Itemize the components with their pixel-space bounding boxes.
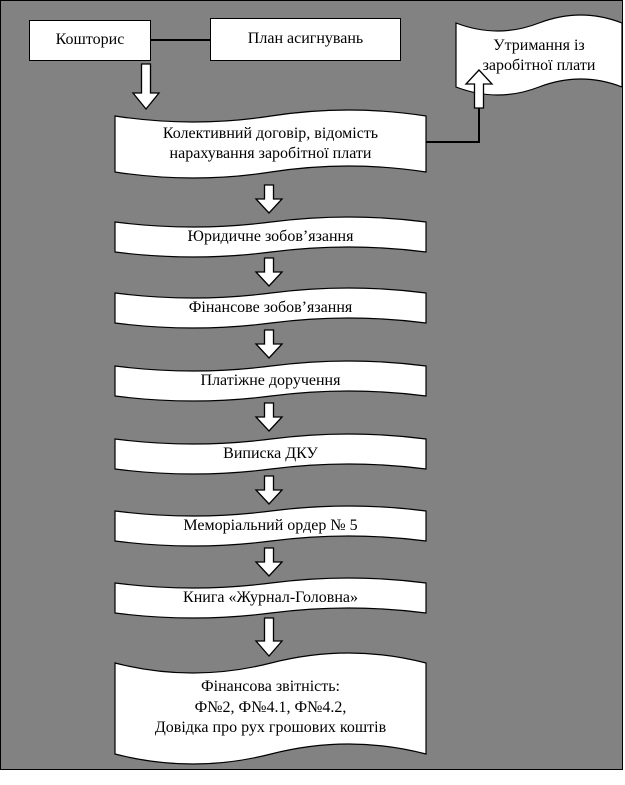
wave-shape (114, 287, 427, 329)
flow-node-utrymannia: Утримання із заробітної плати (455, 7, 623, 105)
wave-shape (114, 216, 427, 258)
wave-shape (455, 14, 623, 96)
node-label-memorialnyi-order: Меморіальний ордер № 5 (183, 516, 358, 534)
node-label-plan-asyhnuvan: План асигнувань (247, 30, 364, 48)
flow-node-vypyska-dku: Виписка ДКУ (114, 430, 427, 478)
flow-node-plan-asyhnuvan: План асигнувань (210, 18, 401, 61)
flow-node-yurydychne-zoboviazannia: Юридичне зобов’язання (114, 213, 427, 261)
down-arrow-yurydychne-to-finansove (254, 257, 284, 287)
up-arrow-dohovir-to-utrymannia (464, 69, 494, 109)
flow-node-finansova-zvitnist: Фінансова звітність: Ф№2, Ф№4.1, Ф№4.2, … (114, 641, 427, 775)
flow-node-knyha-zhurnal-holovna: Книга «Журнал-Головна» (114, 574, 427, 622)
diagram-background: Кошторис План асигнувань Утримання із за… (0, 0, 623, 770)
flow-node-koshtorys: Кошторис (29, 20, 151, 61)
wave-shape (114, 577, 427, 619)
flow-node-platizhne-doruchennia: Платіжне доручення (114, 357, 427, 405)
flow-node-memorialnyi-order: Меморіальний ордер № 5 (114, 502, 427, 550)
node-label-vypyska-dku: Виписка ДКУ (223, 444, 318, 462)
node-label-kolektyvnyi-dohovir: Колективний договір, відомість нарахуван… (162, 124, 379, 162)
node-label-koshtorys: Кошторис (55, 31, 125, 49)
down-arrow-platizhne-to-vypyska (254, 402, 284, 432)
down-arrow-knyha-to-zvitnist (254, 617, 284, 657)
wave-shape (114, 109, 427, 179)
wave-shape (114, 433, 427, 475)
down-arrow-dohovir-to-yurydychne (254, 184, 284, 214)
wave-shape (114, 360, 427, 402)
node-label-knyha: Книга «Журнал-Головна» (183, 588, 358, 606)
node-label-platizhne: Платіжне доручення (200, 371, 341, 389)
node-label-yurydychne: Юридичне зобов’язання (187, 227, 354, 245)
down-arrow-koshtorys-to-dohovir (131, 63, 161, 111)
wave-shape (114, 652, 427, 765)
down-arrow-memorial-to-knyha (254, 547, 284, 577)
flow-node-finansove-zoboviazannia: Фінансове зобов’язання (114, 284, 427, 332)
down-arrow-vypyska-to-memorial (254, 475, 284, 505)
connector-dohovir-horizontal (426, 141, 480, 143)
connector-koshtorys-plan (151, 39, 210, 41)
down-arrow-finansove-to-platizhne (254, 329, 284, 359)
flow-node-kolektyvnyi-dohovir: Колективний договір, відомість нарахуван… (114, 104, 427, 184)
node-label-finansova-zvitnist: Фінансова звітність: Ф№2, Ф№4.1, Ф№4.2, … (154, 678, 387, 737)
node-label-finansove: Фінансове зобов’язання (188, 298, 353, 316)
connector-dohovir-vertical (478, 107, 480, 143)
wave-shape (114, 505, 427, 547)
node-label-utrymannia: Утримання із заробітної плати (482, 36, 596, 74)
